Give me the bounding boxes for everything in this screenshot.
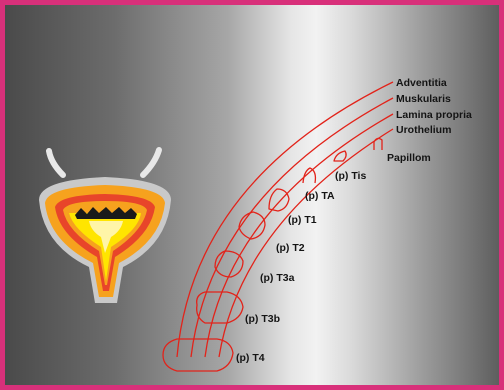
bladder-illustration bbox=[39, 150, 171, 303]
ureter-right bbox=[143, 150, 159, 175]
stage-label-t2: (p) T2 bbox=[276, 242, 305, 254]
layer-label-adventitia: Adventitia bbox=[396, 77, 447, 89]
t1-shape bbox=[269, 189, 289, 211]
papillom-shape bbox=[374, 138, 382, 150]
wall-layers bbox=[177, 82, 393, 357]
stage-label-tis: (p) Tis bbox=[335, 170, 366, 182]
stage-label-ta: (p) TA bbox=[305, 190, 335, 202]
tumor-staging-diagram: Adventitia Muskularis Lamina propria Uro… bbox=[5, 5, 504, 390]
stage-label-t1: (p) T1 bbox=[288, 214, 317, 226]
stage-label-t3b: (p) T3b bbox=[245, 313, 280, 325]
layer-label-papillom: Papillom bbox=[387, 152, 431, 164]
ta-shape bbox=[303, 168, 315, 183]
stage-label-t4: (p) T4 bbox=[236, 352, 265, 364]
layer-label-lamina-propria: Lamina propria bbox=[396, 109, 472, 121]
layer-label-urothelium: Urothelium bbox=[396, 124, 451, 136]
layer-label-muskularis: Muskularis bbox=[396, 93, 451, 105]
t4-shape bbox=[163, 339, 233, 371]
stage-label-t3a: (p) T3a bbox=[260, 272, 295, 284]
ureter-left bbox=[49, 151, 63, 175]
t3a-shape bbox=[215, 251, 243, 277]
tis-shape bbox=[334, 151, 346, 161]
muskularis-line bbox=[191, 98, 393, 357]
